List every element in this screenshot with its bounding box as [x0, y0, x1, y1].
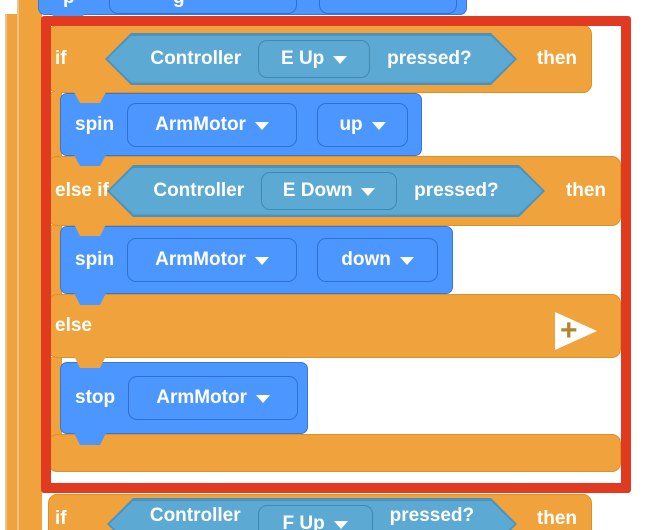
- spin-up-block[interactable]: spin ArmMotor up: [60, 93, 422, 156]
- notch-socket: [74, 356, 106, 368]
- dropdown-caret-icon: [361, 188, 376, 196]
- else-keyword: else: [55, 315, 92, 336]
- condition-suffix-label: pressed?: [387, 48, 472, 69]
- dropdown-caret-icon: [254, 257, 269, 265]
- spin-verb-label: spin: [75, 249, 115, 270]
- button-dropdown[interactable]: E Down: [261, 172, 398, 210]
- dropdown-value: F Up: [282, 513, 325, 530]
- clipped-top-block[interactable]: p g: [38, 0, 467, 15]
- direction-dropdown[interactable]: down: [317, 238, 439, 282]
- if-keyword: if: [55, 48, 67, 69]
- inner-block-spine[interactable]: [17, 0, 42, 530]
- stop-verb-label: stop: [75, 387, 116, 408]
- hexagon-fill: [110, 168, 543, 215]
- else-if-keyword: else if: [55, 180, 109, 201]
- motor-dropdown[interactable]: ArmMotor: [127, 102, 298, 147]
- then-keyword: then: [565, 180, 606, 201]
- dropdown-value: ArmMotor: [155, 113, 246, 135]
- dropdown-value: ArmMotor: [155, 249, 246, 270]
- spin-verb-label: spin: [75, 113, 115, 135]
- hexagon-fill: [108, 36, 515, 83]
- dropdown-value: ArmMotor: [156, 387, 247, 408]
- motor-dropdown[interactable]: ArmMotor: [128, 376, 299, 420]
- if-block-bottom-bar[interactable]: [48, 434, 621, 472]
- else-bar[interactable]: else: [48, 294, 621, 358]
- clipped-dropdown[interactable]: [109, 0, 297, 14]
- outer-block-spine[interactable]: [5, 14, 19, 530]
- if-keyword: if: [55, 508, 67, 529]
- clipped-text-fragment: g: [173, 0, 185, 7]
- dropdown-caret-icon: [333, 56, 348, 64]
- button-dropdown[interactable]: E Up: [258, 40, 371, 78]
- clipped-text-fragment: p: [63, 0, 75, 7]
- clipped-dropdown[interactable]: [319, 0, 457, 14]
- condition-device-label: Controller: [150, 48, 242, 69]
- dropdown-caret-icon: [256, 395, 270, 403]
- notch-bump: [74, 155, 106, 166]
- condition-device-label: Controller: [149, 505, 241, 526]
- condition-device-label: Controller: [153, 180, 245, 201]
- stop-block[interactable]: stop ArmMotor: [60, 362, 308, 434]
- notch-bump: [74, 293, 106, 305]
- dropdown-value: up: [339, 113, 363, 135]
- condition-block-f-up[interactable]: Controller F Up pressed?: [107, 498, 517, 530]
- notch-bump: [74, 433, 106, 445]
- dropdown-value: down: [341, 249, 391, 270]
- spin-down-block[interactable]: spin ArmMotor down: [60, 226, 453, 294]
- notch-socket: [74, 224, 106, 236]
- motor-dropdown[interactable]: ArmMotor: [127, 238, 298, 282]
- then-keyword: then: [536, 508, 577, 529]
- button-dropdown[interactable]: F Up: [257, 505, 373, 530]
- hexagon-fill: [110, 501, 515, 530]
- notch-socket: [74, 92, 106, 103]
- then-keyword: then: [536, 48, 577, 69]
- condition-suffix-label: pressed?: [414, 180, 499, 201]
- dropdown-value: E Down: [282, 180, 353, 201]
- condition-block-e-up[interactable]: Controller E Up pressed?: [105, 33, 517, 85]
- condition-suffix-label: pressed?: [389, 505, 475, 526]
- condition-block-e-down[interactable]: Controller E Down pressed?: [107, 165, 545, 217]
- dropdown-value: E Up: [281, 48, 325, 69]
- dropdown-caret-icon: [333, 521, 348, 529]
- dropdown-caret-icon: [371, 121, 386, 130]
- dropdown-caret-icon: [399, 257, 414, 265]
- expand-block-icon[interactable]: +: [555, 312, 597, 350]
- expand-plus-icon: +: [560, 314, 578, 347]
- dropdown-caret-icon: [254, 121, 269, 130]
- direction-dropdown[interactable]: up: [317, 102, 409, 147]
